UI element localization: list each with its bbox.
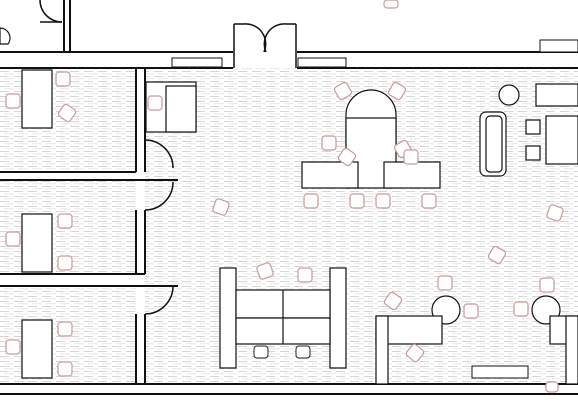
door-swing-icon xyxy=(144,139,174,169)
office-chair-icon xyxy=(303,193,319,209)
desk-icon xyxy=(21,319,53,379)
door-swing-icon xyxy=(144,181,174,211)
window xyxy=(171,57,223,68)
office-chair-icon xyxy=(546,204,564,222)
top-center-workstation xyxy=(301,89,441,189)
sofa-icon xyxy=(535,83,578,107)
dark-chairs xyxy=(253,345,311,359)
desk-icon xyxy=(165,85,197,133)
desk-icon xyxy=(375,315,389,385)
center-desk-cluster xyxy=(219,267,347,369)
lounge xyxy=(479,83,578,177)
desk-icon xyxy=(21,69,53,129)
office-chair-icon xyxy=(513,301,529,317)
office-chair-icon xyxy=(57,321,73,337)
private-office-desks xyxy=(21,69,197,379)
office-chair-icon xyxy=(437,275,453,291)
office-chair-icon xyxy=(57,361,73,377)
office-chair-icon xyxy=(375,193,391,209)
windows xyxy=(171,39,578,379)
round-table-icon xyxy=(498,84,520,106)
office-chair-icon xyxy=(349,193,365,209)
office-chair-icon xyxy=(487,245,507,265)
sink-icon xyxy=(0,27,11,45)
office-chair-icon xyxy=(403,149,419,165)
office-chair-icon xyxy=(421,193,437,209)
office-chair-icon xyxy=(253,345,269,359)
desk-icon xyxy=(301,161,359,189)
office-chair-icon xyxy=(5,231,21,247)
desk-icon xyxy=(21,213,53,273)
office-chair-icon xyxy=(337,147,357,167)
desk-icon xyxy=(545,115,578,165)
office-chair-icon xyxy=(5,93,21,109)
office-chair-icon xyxy=(147,95,163,111)
office-chair-icon xyxy=(333,81,353,101)
office-chair-icon xyxy=(321,135,337,151)
office-chair-icon xyxy=(57,213,73,229)
office-chair-icon xyxy=(295,345,311,359)
window xyxy=(471,365,529,379)
window xyxy=(539,39,578,53)
office-chair-icon xyxy=(387,81,407,101)
chairs xyxy=(5,0,564,393)
office-chair-icon xyxy=(55,71,71,87)
chair-icon xyxy=(525,145,541,161)
window xyxy=(297,57,347,68)
office-chair-icon xyxy=(383,0,399,9)
office-chair-icon xyxy=(383,291,403,311)
office-chair-icon xyxy=(297,267,313,283)
door-swing-icon xyxy=(144,285,174,315)
office-chair-icon xyxy=(57,255,73,271)
office-chair-icon xyxy=(256,262,274,280)
desk-icon xyxy=(329,267,347,369)
office-chair-icon xyxy=(57,103,77,123)
office-chair-icon xyxy=(405,343,425,363)
office-chair-icon xyxy=(545,381,559,393)
desk-icon xyxy=(219,267,237,369)
office-chair-icon xyxy=(5,339,21,355)
walls xyxy=(0,0,578,395)
office-chair-icon xyxy=(539,277,555,293)
door-swing-icon xyxy=(39,0,63,23)
office-chair-icon xyxy=(212,198,230,216)
office-chair-icon xyxy=(463,303,479,319)
door-swing-icon xyxy=(233,23,297,68)
chair-icon xyxy=(525,119,541,135)
desk-icon xyxy=(383,161,441,189)
doors xyxy=(39,0,297,315)
top-left-room xyxy=(0,27,11,45)
bottom-right-workstations xyxy=(375,295,578,385)
